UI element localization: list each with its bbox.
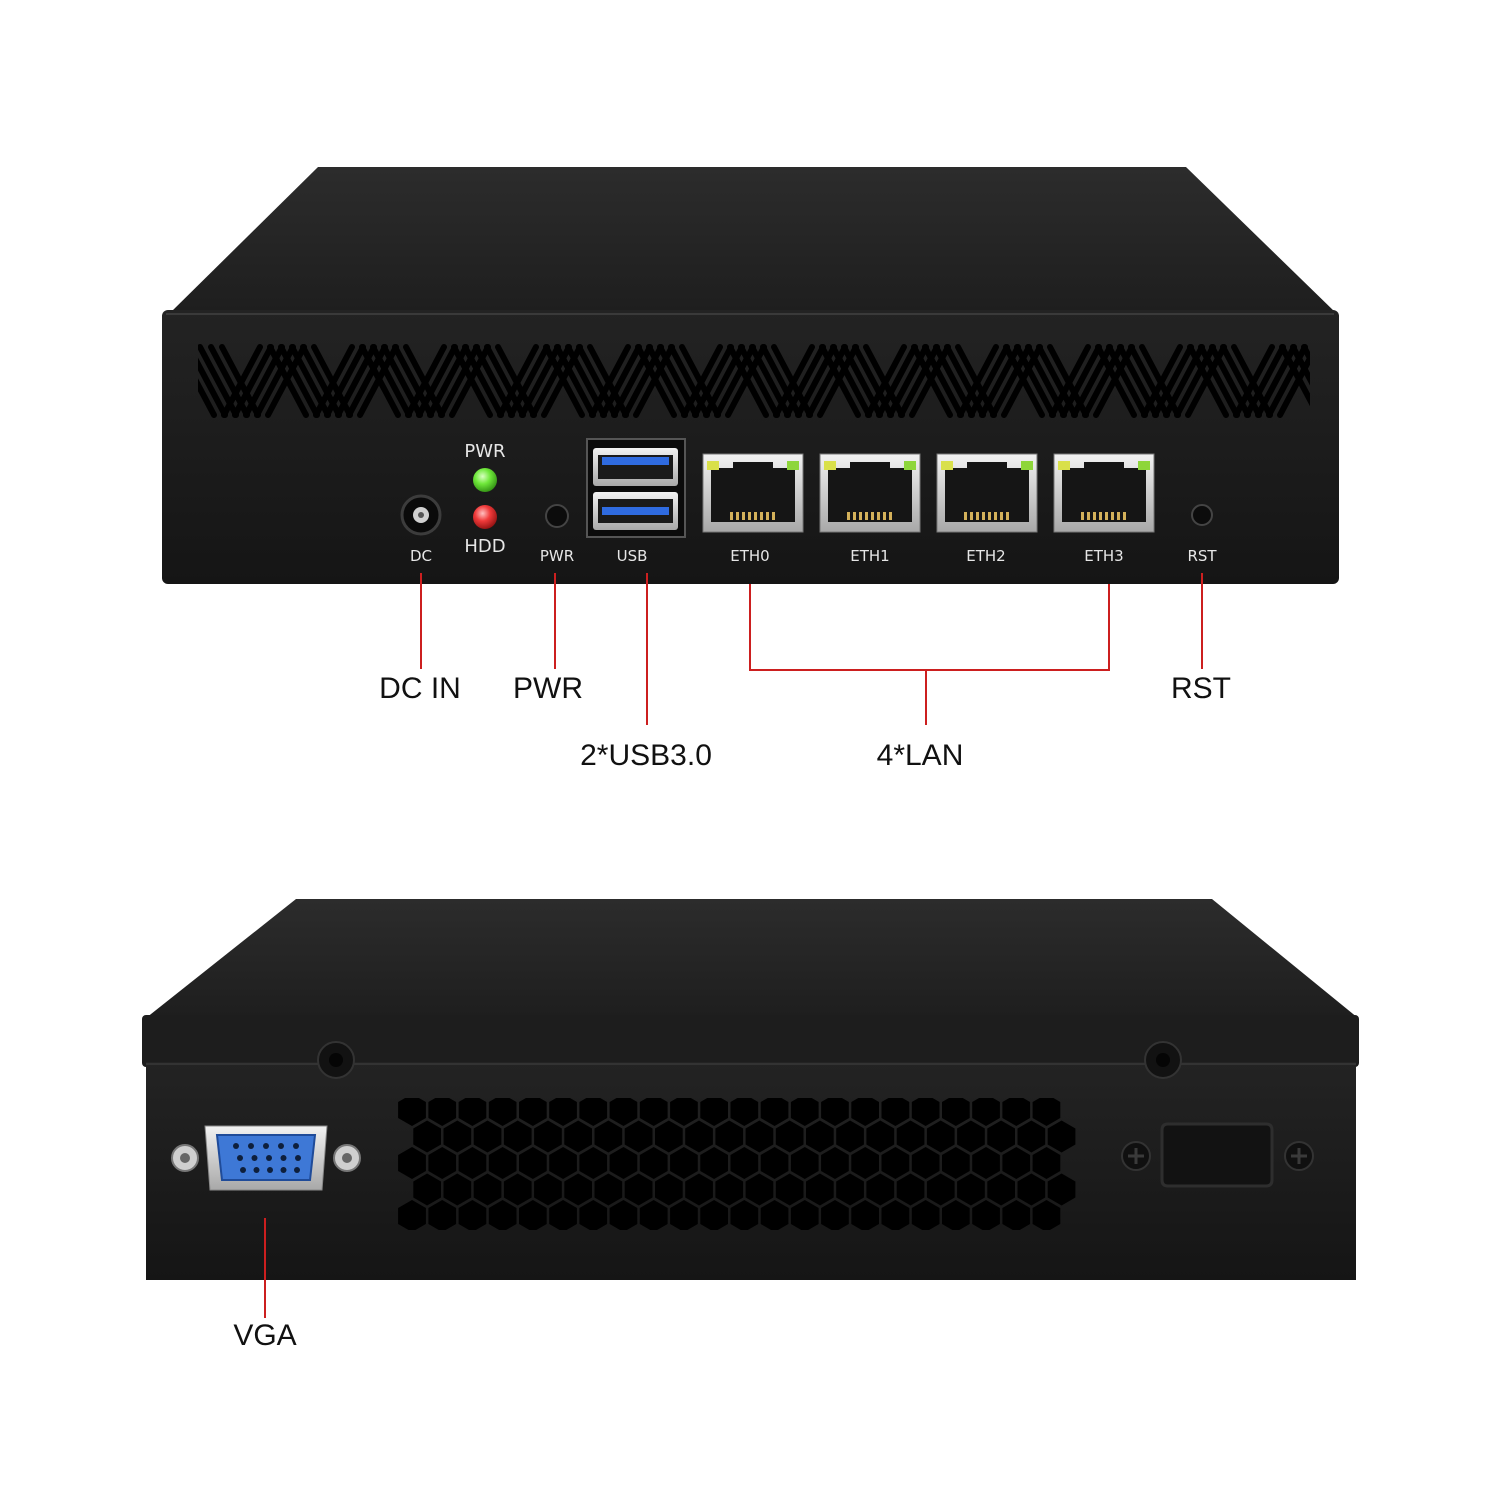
usb-port-lower[interactable] — [593, 492, 678, 530]
power-button[interactable] — [545, 504, 569, 528]
ethernet-port-eth3[interactable] — [1053, 453, 1155, 533]
front-device-top-cover — [170, 167, 1336, 313]
port-label-usb: USB — [617, 547, 648, 565]
power-led — [473, 468, 497, 492]
mount-screw-left — [317, 1041, 355, 1079]
port-label-eth1: ETH1 — [850, 547, 889, 565]
rear-blank-cover — [1160, 1122, 1274, 1188]
mount-screw-right — [1144, 1041, 1182, 1079]
callout-pwr: PWR — [513, 672, 583, 705]
usb-stack — [586, 438, 686, 538]
callout-rst: RST — [1171, 672, 1231, 705]
ethernet-port-eth0[interactable] — [702, 453, 804, 533]
vga-port[interactable] — [171, 1125, 361, 1191]
rear-screw-right — [1284, 1141, 1314, 1171]
led-label-pwr: PWR — [464, 441, 505, 462]
port-label-eth0: ETH0 — [730, 547, 769, 565]
hdd-led — [473, 505, 497, 529]
front-leader-lines — [420, 573, 1203, 725]
rear-screw-left — [1121, 1141, 1151, 1171]
front-vent-grille — [198, 344, 1310, 418]
rear-hex-vent — [398, 1098, 1076, 1230]
rear-device — [142, 899, 1359, 1280]
callout-dc-in: DC IN — [379, 672, 461, 705]
port-label-eth3: ETH3 — [1084, 547, 1123, 565]
rear-device-lip — [142, 1015, 1359, 1067]
port-label-pwr: PWR — [540, 547, 574, 565]
leader-line-lan — [749, 584, 1110, 671]
port-label-dc: DC — [410, 547, 432, 565]
reset-button[interactable] — [1191, 504, 1213, 526]
led-label-hdd: HDD — [464, 536, 505, 557]
callout-vga: VGA — [233, 1319, 297, 1352]
port-label-rst: RST — [1187, 547, 1217, 565]
usb-port-upper[interactable] — [593, 448, 678, 486]
ethernet-port-eth1[interactable] — [819, 453, 921, 533]
front-device: DC PWR HDD PWR USB ET — [162, 167, 1339, 584]
ethernet-port-eth2[interactable] — [936, 453, 1038, 533]
port-label-eth2: ETH2 — [966, 547, 1005, 565]
dc-jack[interactable] — [400, 494, 442, 536]
rear-device-top-cover — [146, 899, 1358, 1018]
callout-usb: 2*USB3.0 — [580, 739, 712, 772]
callout-lan: 4*LAN — [876, 739, 964, 772]
